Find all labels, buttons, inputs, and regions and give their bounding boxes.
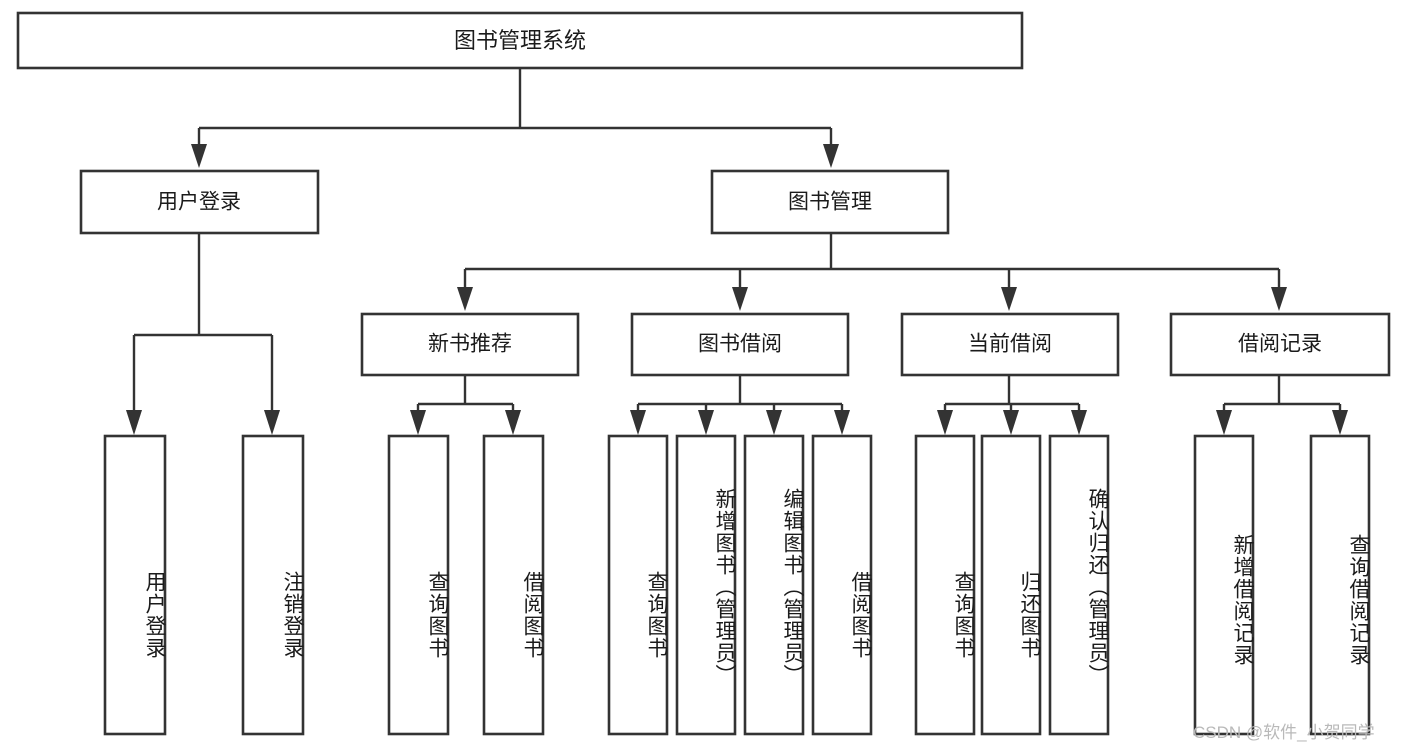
node-leaf-query-book-2[interactable] — [607, 434, 669, 736]
arrow-head-icon — [191, 144, 207, 168]
node-label: 新书推荐 — [428, 333, 512, 356]
connector-borrow-record-to-leaves — [1216, 375, 1348, 435]
connector-current-borrow-to-leaves — [937, 375, 1087, 435]
arrow-head-icon — [1003, 410, 1019, 435]
node-new-book-recommend[interactable]: 新书推荐 — [360, 312, 580, 377]
node-label: 图书管理 — [788, 191, 872, 214]
connector-user-login-to-leaves — [126, 233, 280, 435]
arrow-head-icon — [1216, 410, 1232, 435]
arrow-head-icon — [1001, 287, 1017, 311]
node-label: 当前借阅 — [968, 333, 1052, 356]
connector-book-management-to-level3 — [457, 233, 1287, 311]
node-rect[interactable] — [360, 312, 580, 377]
arrow-head-icon — [126, 410, 142, 435]
node-user-login[interactable]: 用户登录 — [79, 169, 320, 235]
node-leaf-confirm-return-admin[interactable] — [1048, 434, 1110, 736]
node-leaf-query-book-1[interactable] — [387, 434, 450, 736]
arrow-head-icon — [1071, 410, 1087, 435]
node-leaf-borrow-book-2[interactable] — [811, 434, 873, 736]
connector-root-to-level2 — [191, 68, 839, 168]
node-leaf-query-borrow-record[interactable] — [1309, 434, 1371, 736]
node-book-borrow[interactable]: 图书借阅 — [630, 312, 850, 377]
arrow-head-icon — [698, 410, 714, 435]
node-leaf-return-book[interactable] — [980, 434, 1042, 736]
node-leaf-user-login[interactable] — [103, 434, 167, 736]
node-leaf-add-book-admin[interactable] — [675, 434, 737, 736]
arrow-head-icon — [732, 287, 748, 311]
node-borrow-record[interactable]: 借阅记录 — [1169, 312, 1391, 377]
node-rect[interactable] — [900, 312, 1120, 377]
node-rect[interactable] — [1169, 312, 1391, 377]
arrow-head-icon — [630, 410, 646, 435]
node-book-management[interactable]: 图书管理 — [710, 169, 950, 235]
arrow-head-icon — [823, 144, 839, 168]
node-book-management-system[interactable]: 图书管理系统 — [16, 11, 1024, 70]
watermark: CSDN @软件_小贺同学 — [1193, 723, 1375, 742]
arrow-head-icon — [505, 410, 521, 435]
node-label: 图书管理系统 — [454, 28, 586, 53]
node-leaf-query-book-3[interactable] — [914, 434, 976, 736]
node-leaf-borrow-book-1[interactable] — [482, 434, 545, 736]
node-rect[interactable] — [79, 169, 320, 235]
connector-book-borrow-to-leaves — [630, 375, 850, 435]
node-leaf-add-borrow-record[interactable] — [1193, 434, 1255, 736]
connector-new-book-recommend-to-leaves — [410, 375, 521, 435]
node-leaf-logout-login[interactable] — [241, 434, 305, 736]
node-rect[interactable] — [630, 312, 850, 377]
arrow-head-icon — [1332, 410, 1348, 435]
node-label: 图书借阅 — [698, 333, 782, 356]
arrow-head-icon — [937, 410, 953, 435]
node-label: 借阅记录 — [1238, 333, 1322, 356]
arrow-head-icon — [410, 410, 426, 435]
arrow-head-icon — [264, 410, 280, 435]
arrow-head-icon — [457, 287, 473, 311]
node-current-borrow[interactable]: 当前借阅 — [900, 312, 1120, 377]
node-leaf-edit-book-admin[interactable] — [743, 434, 805, 736]
arrow-head-icon — [1271, 287, 1287, 311]
arrow-head-icon — [834, 410, 850, 435]
arrow-head-icon — [766, 410, 782, 435]
node-rect[interactable] — [16, 11, 1024, 70]
node-rect[interactable] — [710, 169, 950, 235]
node-label: 用户登录 — [157, 191, 241, 214]
